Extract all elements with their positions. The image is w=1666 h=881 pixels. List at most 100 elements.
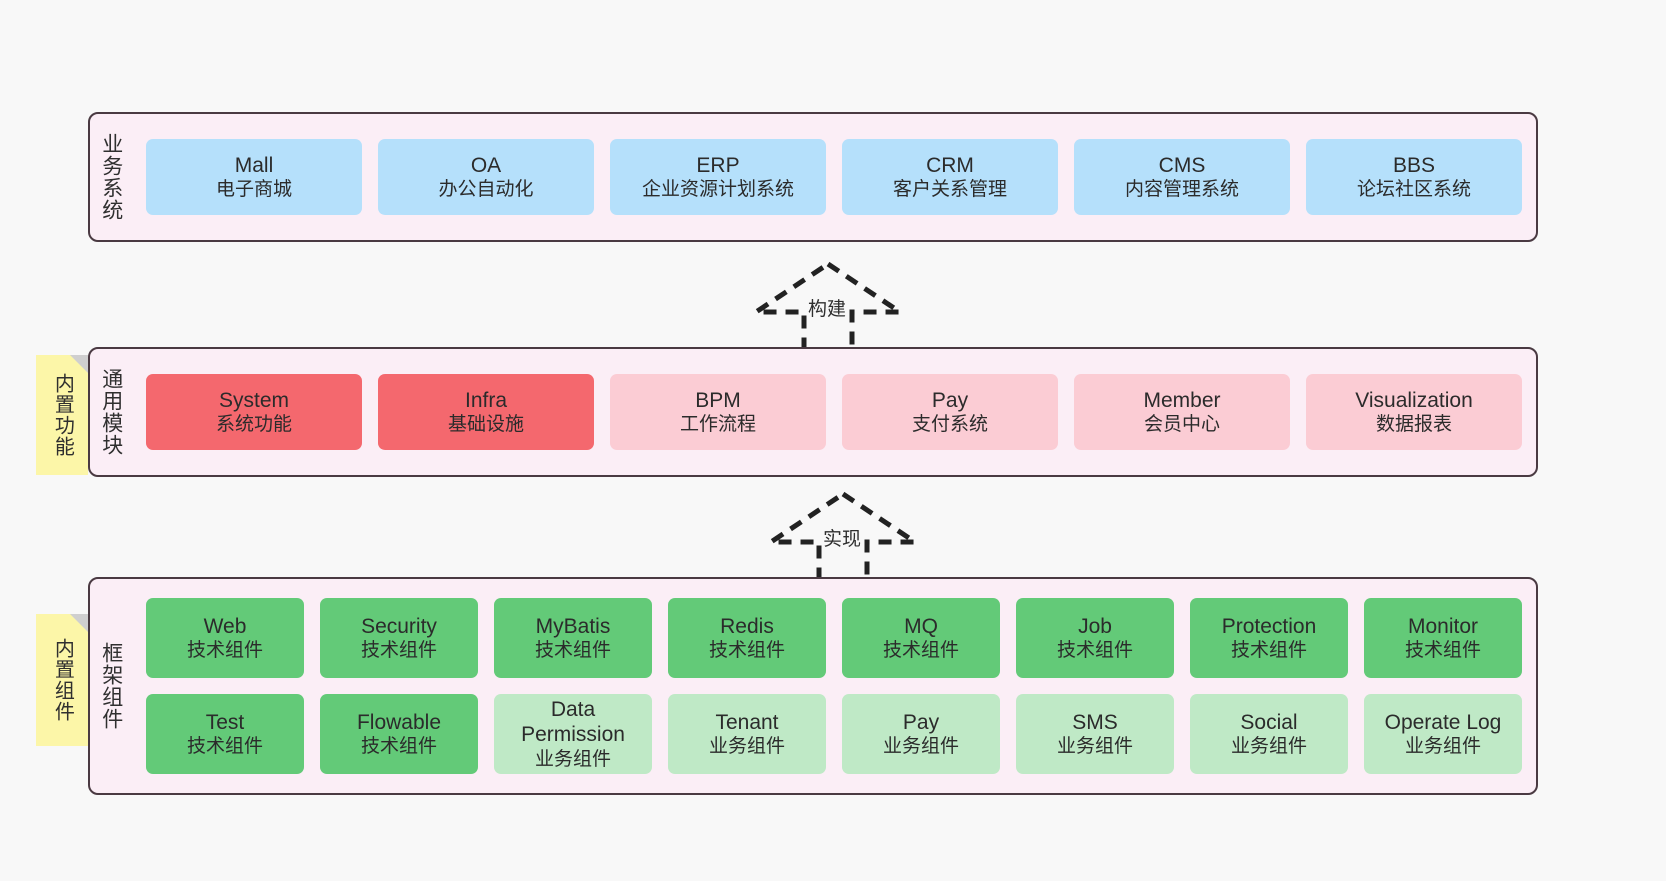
card-system[interactable]: System 系统功能 — [146, 374, 362, 450]
card-subtitle: 技术组件 — [882, 640, 959, 662]
card-title: MyBatis — [535, 614, 611, 638]
card-title: CMS — [1158, 153, 1206, 177]
card-title: Protection — [1221, 614, 1317, 638]
card-subtitle: 技术组件 — [708, 640, 785, 662]
card-subtitle: 技术组件 — [1056, 640, 1133, 662]
card-social[interactable]: Social 业务组件 — [1190, 694, 1348, 774]
sticky-note-builtin-components: 内置组件 — [36, 614, 88, 746]
card-flowable[interactable]: Flowable 技术组件 — [320, 694, 478, 774]
card-test[interactable]: Test 技术组件 — [146, 694, 304, 774]
card-title: Flowable — [356, 710, 442, 734]
card-title: Mall — [234, 153, 274, 177]
card-title: Member — [1143, 388, 1221, 412]
card-visualization[interactable]: Visualization 数据报表 — [1306, 374, 1522, 450]
card-subtitle: 客户关系管理 — [892, 179, 1007, 201]
card-subtitle: 业务组件 — [534, 749, 611, 771]
card-row: Test 技术组件 Flowable 技术组件 Data Permission … — [146, 694, 1522, 774]
sticky-note-label: 内置组件 — [51, 638, 74, 722]
layer-body-common-modules: System 系统功能 Infra 基础设施 BPM 工作流程 Pay 支付系统… — [132, 349, 1536, 475]
arrow-implement: 实现 — [762, 488, 924, 588]
card-sms[interactable]: SMS 业务组件 — [1016, 694, 1174, 774]
card-erp[interactable]: ERP 企业资源计划系统 — [610, 139, 826, 215]
sticky-fold-corner-icon — [70, 614, 88, 632]
card-subtitle: 技术组件 — [1404, 640, 1481, 662]
card-mall[interactable]: Mall 电子商城 — [146, 139, 362, 215]
card-subtitle: 技术组件 — [186, 640, 263, 662]
arrow-build-icon — [747, 260, 909, 353]
card-title: Social — [1240, 710, 1298, 734]
card-subtitle: 基础设施 — [447, 414, 524, 436]
card-row: Mall 电子商城 OA 办公自动化 ERP 企业资源计划系统 CRM 客户关系… — [146, 139, 1522, 215]
arrow-build-label: 构建 — [808, 299, 847, 320]
card-subtitle: 技术组件 — [360, 640, 437, 662]
card-title: Pay — [902, 710, 940, 734]
card-infra[interactable]: Infra 基础设施 — [378, 374, 594, 450]
card-mybatis[interactable]: MyBatis 技术组件 — [494, 598, 652, 678]
card-subtitle: 业务组件 — [882, 736, 959, 758]
card-title: CRM — [926, 153, 974, 177]
card-title: System — [218, 388, 289, 412]
layer-body-business-systems: Mall 电子商城 OA 办公自动化 ERP 企业资源计划系统 CRM 客户关系… — [132, 114, 1536, 240]
card-subtitle: 电子商城 — [215, 179, 292, 201]
card-subtitle: 支付系统 — [911, 414, 988, 436]
card-subtitle: 工作流程 — [679, 414, 756, 436]
card-row: System 系统功能 Infra 基础设施 BPM 工作流程 Pay 支付系统… — [146, 374, 1522, 450]
card-title: Security — [361, 614, 437, 638]
card-title: MQ — [904, 614, 938, 638]
sticky-note-label: 内置功能 — [51, 373, 74, 457]
card-subtitle: 技术组件 — [1230, 640, 1307, 662]
card-bpm[interactable]: BPM 工作流程 — [610, 374, 826, 450]
card-title: Redis — [720, 614, 774, 638]
card-subtitle: 论坛社区系统 — [1356, 179, 1471, 201]
card-subtitle: 内容管理系统 — [1124, 179, 1239, 201]
layer-business-systems: 业务系统 Mall 电子商城 OA 办公自动化 ERP 企业资源计划系统 CRM… — [88, 112, 1538, 242]
card-title: Web — [203, 614, 247, 638]
card-crm[interactable]: CRM 客户关系管理 — [842, 139, 1058, 215]
card-title: Tenant — [715, 710, 779, 734]
card-subtitle: 办公自动化 — [438, 179, 534, 201]
card-pay-module[interactable]: Pay 支付系统 — [842, 374, 1058, 450]
card-redis[interactable]: Redis 技术组件 — [668, 598, 826, 678]
card-web[interactable]: Web 技术组件 — [146, 598, 304, 678]
layer-body-framework-components: Web 技术组件 Security 技术组件 MyBatis 技术组件 Redi… — [132, 579, 1536, 793]
card-title: BBS — [1392, 153, 1436, 177]
card-job[interactable]: Job 技术组件 — [1016, 598, 1174, 678]
card-subtitle: 技术组件 — [534, 640, 611, 662]
layer-label-business-systems: 业务系统 — [99, 133, 123, 221]
card-subtitle: 业务组件 — [1056, 736, 1133, 758]
card-subtitle: 会员中心 — [1143, 414, 1220, 436]
card-row: Web 技术组件 Security 技术组件 MyBatis 技术组件 Redi… — [146, 598, 1522, 678]
card-title: Data Permission — [521, 697, 625, 747]
card-title: Job — [1078, 614, 1112, 638]
card-cms[interactable]: CMS 内容管理系统 — [1074, 139, 1290, 215]
card-title: Monitor — [1407, 614, 1479, 638]
card-mq[interactable]: MQ 技术组件 — [842, 598, 1000, 678]
card-subtitle: 技术组件 — [186, 736, 263, 758]
card-security[interactable]: Security 技术组件 — [320, 598, 478, 678]
card-data-permission[interactable]: Data Permission 业务组件 — [494, 694, 652, 774]
card-tenant[interactable]: Tenant 业务组件 — [668, 694, 826, 774]
card-subtitle: 业务组件 — [1230, 736, 1307, 758]
card-title: Test — [205, 710, 245, 734]
card-protection[interactable]: Protection 技术组件 — [1190, 598, 1348, 678]
card-subtitle: 业务组件 — [1404, 736, 1481, 758]
card-title: Pay — [931, 388, 969, 412]
card-oa[interactable]: OA 办公自动化 — [378, 139, 594, 215]
card-title: Operate Log — [1384, 710, 1502, 734]
arrow-implement-icon — [762, 490, 924, 583]
sticky-note-builtin-features: 内置功能 — [36, 355, 88, 475]
card-monitor[interactable]: Monitor 技术组件 — [1364, 598, 1522, 678]
card-subtitle: 系统功能 — [215, 414, 292, 436]
card-bbs[interactable]: BBS 论坛社区系统 — [1306, 139, 1522, 215]
card-subtitle: 数据报表 — [1375, 414, 1452, 436]
card-operate-log[interactable]: Operate Log 业务组件 — [1364, 694, 1522, 774]
arrow-implement-label: 实现 — [823, 529, 862, 550]
card-title: OA — [470, 153, 502, 177]
card-member[interactable]: Member 会员中心 — [1074, 374, 1290, 450]
arrow-build: 构建 — [747, 258, 909, 358]
layer-label-common-modules: 通用模块 — [99, 368, 123, 456]
card-pay-component[interactable]: Pay 业务组件 — [842, 694, 1000, 774]
card-title: SMS — [1072, 710, 1118, 734]
layer-common-modules: 通用模块 System 系统功能 Infra 基础设施 BPM 工作流程 Pay… — [88, 347, 1538, 477]
